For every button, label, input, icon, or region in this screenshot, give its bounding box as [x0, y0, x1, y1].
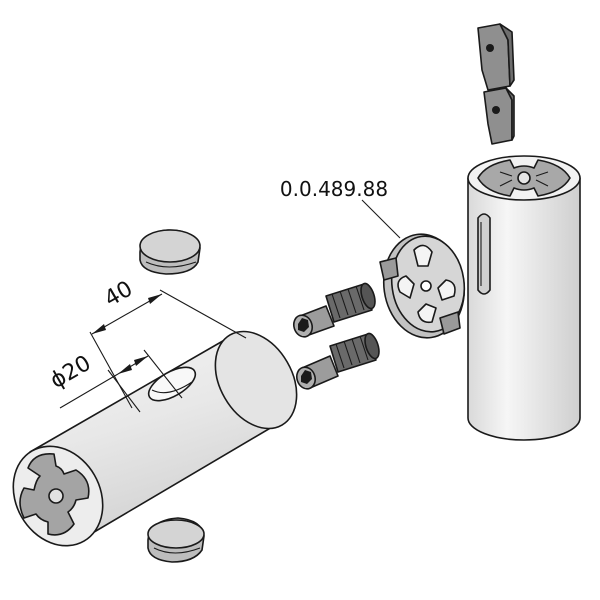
diameter-dimension-label: ϕ20	[46, 351, 95, 394]
part-leader-line	[361, 199, 401, 239]
part-number-label: 0.0.489.88	[280, 177, 388, 201]
connector-plate	[379, 233, 466, 339]
vertical-profile-tube	[467, 155, 581, 441]
set-screw-lower	[295, 332, 380, 390]
t-slot-nut	[477, 23, 515, 145]
nut-hole-icon	[486, 44, 494, 52]
top-profile-cross-section	[477, 159, 571, 197]
end-cap-lower	[147, 517, 205, 563]
side-slot	[477, 213, 491, 295]
end-cap-upper	[139, 229, 201, 275]
front-profile-cross-section	[19, 452, 90, 536]
set-screw-upper	[292, 282, 376, 338]
length-dimension-label: 40	[100, 277, 137, 313]
nut-hole-icon	[492, 106, 500, 114]
horizontal-profile-tube	[12, 330, 298, 547]
